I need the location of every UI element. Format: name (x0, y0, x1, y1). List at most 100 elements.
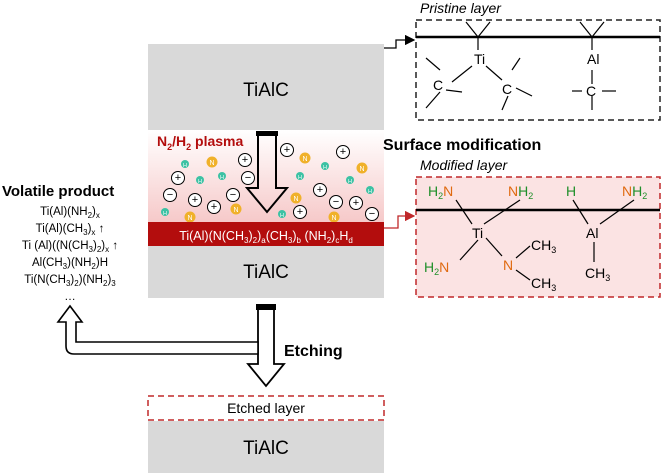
modified-al-atom: Al (586, 225, 598, 241)
hydrogen-particle (321, 162, 329, 170)
hydrogen-symbol: H (368, 189, 372, 195)
hydrogen-particle (181, 160, 189, 168)
electron-symbol: − (333, 196, 339, 208)
ion-symbol: + (353, 197, 359, 209)
modified-film (148, 222, 384, 246)
nitrogen-particle (290, 192, 302, 204)
modified-layer-box (415, 176, 661, 298)
volatile-return-arrow (56, 304, 259, 355)
volatile-product-list: Ti(Al)(NH2)x Ti(Al)(CH3)x ↑ Ti (Al)((N(C… (22, 206, 118, 303)
modified-bonds (455, 199, 635, 281)
nitrogen-particle (299, 152, 311, 164)
plasma-arrow-cap (256, 131, 278, 136)
bottom-tialc-block (148, 421, 384, 473)
plasma-label: N2/H2 plasma (157, 133, 244, 152)
hydrogen-particle (346, 176, 354, 184)
ion-particle (188, 193, 202, 207)
modified-ch3-upper: CH3 (531, 237, 556, 255)
nitrogen-particle (356, 162, 368, 174)
modified-nh2-middle: NH2 (508, 183, 533, 201)
ion-symbol: + (175, 172, 181, 184)
hydrogen-particle (366, 186, 374, 194)
volatile-product-item: Ti (Al)((N(CH3)2)x ↑ (22, 240, 118, 254)
ion-particle (171, 171, 185, 185)
ion-particle (313, 183, 327, 197)
plasma-particles: +−+NHH−+N+NH+NH+−+HNH+NH−HNH−+ (161, 143, 379, 223)
ion-symbol: + (211, 201, 217, 213)
hydrogen-symbol: H (163, 211, 167, 217)
middle-tialc-label: TiAlC (243, 262, 289, 283)
etching-heading: Etching (284, 343, 343, 360)
modified-ch3-al: CH3 (585, 265, 610, 283)
ion-particle (207, 200, 221, 214)
ion-particle (238, 153, 252, 167)
modified-layer-title: Modified layer (420, 157, 508, 173)
nitrogen-symbol: N (187, 215, 192, 222)
ion-particle (293, 205, 307, 219)
pristine-c-atom-3: C (586, 83, 596, 99)
nitrogen-particle (328, 211, 340, 223)
pristine-c-atom-1: C (433, 77, 443, 93)
hydrogen-symbol: H (198, 179, 202, 185)
electron-symbol: − (167, 189, 173, 201)
volatile-product-item: Ti(N(CH3)2)(NH2)3 (24, 274, 116, 288)
ion-symbol: + (317, 184, 323, 196)
top-tialc-block (148, 44, 384, 130)
hydrogen-particle (161, 208, 169, 216)
modified-film-formula: Ti(Al)(N(CH3)2)a(CH3)b (NH2)cHd (179, 229, 353, 245)
pristine-layer-box (415, 19, 661, 121)
nitrogen-particle (184, 211, 196, 223)
nitrogen-symbol: N (302, 156, 307, 163)
ion-symbol: + (192, 194, 198, 206)
modified-nh2-left: H2N (428, 183, 453, 201)
hydrogen-particle (296, 172, 304, 180)
volatile-product-item: Ti(Al)(NH2)x (40, 206, 100, 220)
hydrogen-particle (196, 176, 204, 184)
etched-layer-label: Etched layer (227, 400, 305, 416)
electron-symbol: − (369, 208, 375, 220)
volatile-product-item: Al(CH3)(NH2)H (32, 257, 108, 271)
electron-particle (329, 195, 343, 209)
pristine-ti-atom: Ti (474, 51, 485, 67)
hydrogen-symbol: H (183, 163, 187, 169)
top-tialc-label: TiAlC (243, 80, 289, 101)
modified-nh2-right: NH2 (622, 183, 647, 201)
plasma-down-arrow (244, 133, 290, 214)
modified-nh2-lower: H2N (424, 259, 449, 277)
electron-particle (226, 188, 240, 202)
nitrogen-symbol: N (209, 160, 214, 167)
etching-down-arrow (246, 307, 286, 388)
nitrogen-symbol: N (331, 215, 336, 222)
pristine-c-atom-2: C (502, 81, 512, 97)
ion-particle (336, 145, 350, 159)
hydrogen-particle (218, 172, 226, 180)
volatile-product-heading: Volatile product (2, 183, 114, 200)
nitrogen-particle (206, 156, 218, 168)
modified-ch3-lower: CH3 (531, 275, 556, 293)
hydrogen-symbol: H (298, 175, 302, 181)
etching-arrow-cap (256, 304, 276, 310)
electron-symbol: − (230, 189, 236, 201)
nitrogen-symbol: N (233, 207, 238, 214)
nitrogen-particle (230, 203, 242, 215)
volatile-product-item: Ti(Al)(CH3)x ↑ (36, 223, 105, 237)
electron-particle (163, 188, 177, 202)
hydrogen-symbol: H (323, 165, 327, 171)
surface-modification-heading: Surface modification (383, 137, 541, 154)
etched-layer-box (147, 395, 385, 421)
pristine-bonds (425, 21, 616, 111)
hydrogen-symbol: H (220, 175, 224, 181)
pristine-connector-arrow (384, 34, 416, 49)
electron-particle (241, 171, 255, 185)
hydrogen-symbol: H (280, 213, 284, 219)
ion-particle (280, 143, 294, 157)
modified-h-al: H (566, 183, 576, 199)
ion-symbol: + (340, 146, 346, 158)
middle-tialc-block (148, 246, 384, 298)
nitrogen-symbol: N (359, 166, 364, 173)
modified-ti-atom: Ti (472, 225, 483, 241)
bottom-tialc-label: TiAlC (243, 438, 289, 459)
electron-symbol: − (245, 172, 251, 184)
hydrogen-symbol: H (348, 179, 352, 185)
